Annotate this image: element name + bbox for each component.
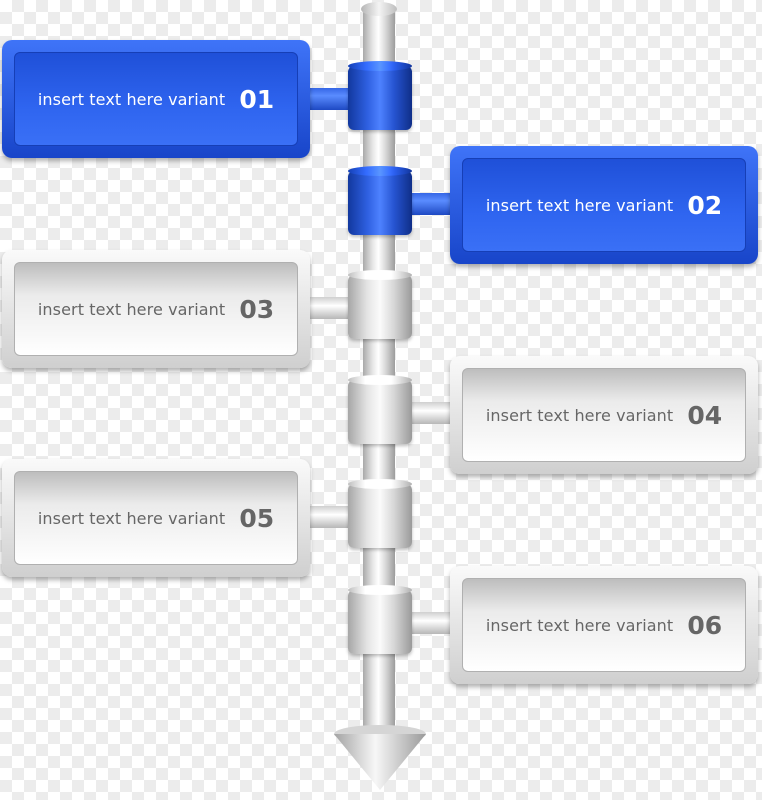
step-card-01-panel: insert text here variant 01 <box>14 52 298 146</box>
step-number-02: 02 <box>687 190 723 220</box>
step-text-02: insert text here variant <box>485 195 674 215</box>
step-text-04: insert text here variant <box>485 405 674 425</box>
step-number-06: 06 <box>687 610 723 640</box>
step-number-05: 05 <box>239 503 275 533</box>
step-text-06: insert text here variant <box>485 615 674 635</box>
pipe-collar-06 <box>348 590 412 654</box>
pipe-collar-03 <box>348 275 412 339</box>
pipe-collar-04 <box>348 380 412 444</box>
step-text-05: insert text here variant <box>37 508 226 528</box>
step-text-01: insert text here variant <box>37 89 226 109</box>
step-number-03: 03 <box>239 294 275 324</box>
pipe-collar-02 <box>348 171 412 235</box>
pipe-collar-01 <box>348 66 412 130</box>
step-card-03-panel: insert text here variant 03 <box>14 262 298 356</box>
step-text-03: insert text here variant <box>37 299 226 319</box>
step-card-01: insert text here variant 01 <box>2 40 310 158</box>
connector-02 <box>400 193 456 215</box>
pipe-collar-05 <box>348 484 412 548</box>
step-card-04-panel: insert text here variant 04 <box>462 368 746 462</box>
arrow-down-icon <box>334 725 426 790</box>
pipe-top-cap <box>361 2 397 16</box>
step-card-06: insert text here variant 06 <box>450 566 758 684</box>
step-card-03: insert text here variant 03 <box>2 250 310 368</box>
step-card-06-panel: insert text here variant 06 <box>462 578 746 672</box>
step-card-04: insert text here variant 04 <box>450 356 758 474</box>
step-number-04: 04 <box>687 400 723 430</box>
step-card-05: insert text here variant 05 <box>2 459 310 577</box>
step-card-02: insert text here variant 02 <box>450 146 758 264</box>
connector-06 <box>400 612 456 634</box>
step-card-05-panel: insert text here variant 05 <box>14 471 298 565</box>
connector-04 <box>400 402 456 424</box>
step-number-01: 01 <box>239 84 275 114</box>
step-card-02-panel: insert text here variant 02 <box>462 158 746 252</box>
